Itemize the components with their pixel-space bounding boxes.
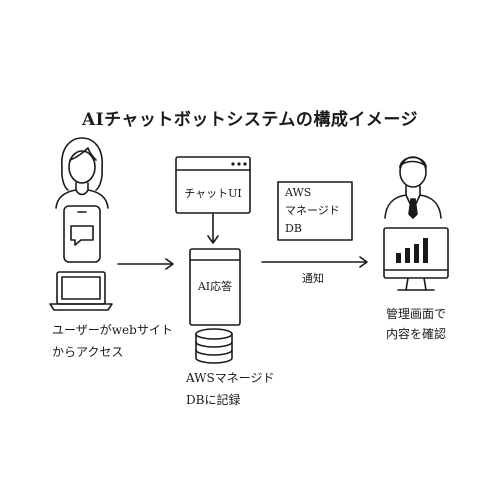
aws-box-line3: DB [285, 222, 302, 235]
aws-managed-db-box [277, 181, 353, 241]
arrow-ai-to-admin [261, 256, 368, 268]
aws-box-line1: AWS [285, 186, 312, 199]
arrow-chatui-to-ai [207, 213, 219, 244]
user-caption-line1: ユーザーがwebサイト [52, 323, 173, 337]
user-caption-line2: からアクセス [52, 345, 124, 359]
admin-caption-line2: 内容を確認 [386, 327, 447, 341]
ai-label: AI応答 [197, 280, 233, 293]
notify-label: 通知 [302, 272, 324, 285]
diagram-title: AIチャットボットシステムの構成イメージ [81, 110, 419, 130]
db-caption-line1: AWSマネージド [186, 371, 275, 385]
monitor-chart-icon [383, 227, 449, 291]
database-icon [195, 328, 233, 364]
db-caption-line2: DBに記録 [186, 393, 241, 407]
chat-ui-window-icon [175, 156, 251, 214]
laptop-icon [49, 271, 113, 311]
admin-caption-line1: 管理画面で [386, 307, 447, 321]
admin-person-icon [384, 156, 442, 219]
ai-box [189, 248, 241, 326]
aws-box-line2: マネージド [285, 204, 340, 217]
chat-ui-label: チャットUI [184, 187, 242, 200]
smartphone-icon [63, 205, 101, 263]
user-person-icon [55, 137, 109, 209]
arrow-user-to-ai [117, 258, 174, 270]
